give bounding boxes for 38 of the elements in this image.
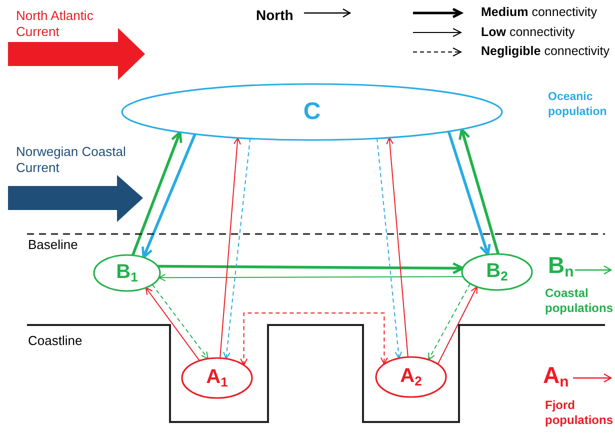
population-ellipse	[461, 253, 533, 291]
connectivity-arrow	[131, 130, 182, 256]
connectivity-arrow	[220, 137, 241, 359]
node-label: A$_{1}$	[206, 366, 228, 390]
population-caption: Coastal populations	[545, 286, 614, 316]
connectivity-arrow	[458, 128, 500, 254]
connectivity-arrow	[376, 138, 402, 359]
connectivity-arrow	[437, 286, 478, 365]
connectivity-arrow	[158, 262, 464, 274]
compass-label: North	[256, 7, 294, 24]
connectivity-arrow	[158, 274, 464, 282]
ocean-ellipse	[121, 83, 503, 141]
population-ellipse	[181, 357, 253, 399]
connectivity-arrow	[386, 137, 408, 358]
coastline-label: Coastline	[28, 333, 82, 349]
connectivity-arrow	[223, 138, 251, 360]
population-ellipse	[375, 356, 447, 398]
legend-text: Negligible connectivity	[481, 44, 610, 58]
connectivity-arrow	[428, 283, 471, 360]
node-label: A$_{2}$	[400, 365, 422, 389]
population-caption: Oceanic population	[548, 90, 608, 119]
connectivity-arrow	[145, 287, 200, 362]
population-label: B$_{n}$	[548, 252, 574, 283]
current-label: North Atlantic Current	[16, 8, 94, 40]
population-label: A$_{n}$	[543, 362, 569, 393]
baseline-label: Baseline	[28, 237, 78, 253]
node-label: B$_{2}$	[486, 260, 508, 284]
population-caption: Fjord populations	[545, 398, 614, 428]
connectivity-arrow	[240, 312, 388, 366]
node-label: C	[303, 98, 321, 126]
connectivity-arrow	[447, 131, 491, 256]
connectivity-arrow	[152, 284, 208, 360]
node-label: B$_{1}$	[116, 261, 138, 285]
legend-text: Medium connectivity	[481, 5, 598, 19]
legend-text: Low connectivity	[481, 24, 575, 38]
connectivity-arrow	[142, 134, 196, 259]
current-label: Norwegian Coastal Current	[16, 144, 126, 176]
population-ellipse	[93, 254, 161, 292]
